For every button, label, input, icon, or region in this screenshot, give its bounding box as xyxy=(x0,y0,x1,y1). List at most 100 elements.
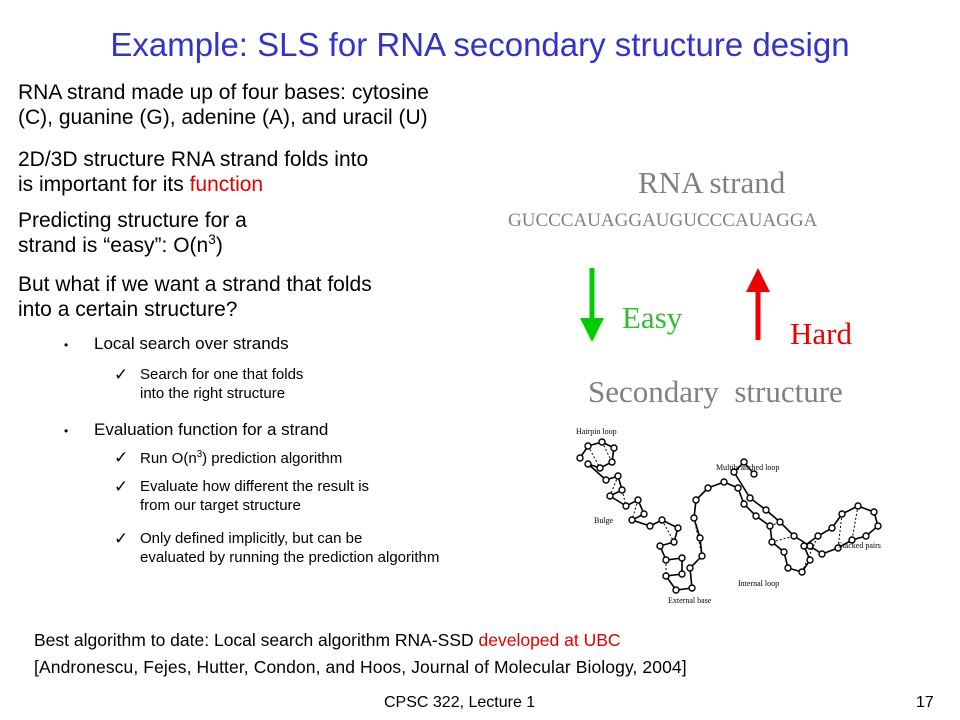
base-node xyxy=(696,534,704,542)
base-node xyxy=(634,496,642,504)
base-node xyxy=(576,454,584,462)
para-question-line2: into a certain structure? xyxy=(18,298,238,321)
bullet-local-search: Local search over strands xyxy=(94,334,289,353)
sub-run-prediction: Run O(n3) prediction algorithm xyxy=(140,449,342,468)
para-question: But what if we want a strand that folds … xyxy=(18,272,372,322)
para-question-line1: But what if we want a strand that folds xyxy=(18,273,372,296)
base-node xyxy=(662,572,670,580)
footer-course: CPSC 322, Lecture 1 xyxy=(384,694,536,711)
base-node xyxy=(768,538,776,546)
para-predicting-line1: Predicting structure for a xyxy=(18,209,247,232)
stacked-pairs-label: Stacked pairs xyxy=(838,541,881,550)
easy-label: Easy xyxy=(622,300,683,335)
sub-search-one-line1: Search for one that folds xyxy=(140,366,304,383)
base-node xyxy=(874,522,882,530)
base-node xyxy=(688,584,696,592)
base-node xyxy=(672,586,680,594)
para-predicting-line2-pre: strand is “easy”: O(n xyxy=(18,234,209,257)
best-algorithm-line1: Best algorithm to date: Local search alg… xyxy=(34,630,621,651)
hard-label: Hard xyxy=(790,316,852,351)
rna-sequence: GUCCCAUAGGAUGUCCCAUAGGA xyxy=(508,210,818,231)
base-node xyxy=(622,502,630,510)
exponent: 3 xyxy=(196,449,203,460)
base-node xyxy=(776,518,784,526)
base-node xyxy=(608,458,616,466)
direction-arrows xyxy=(580,268,770,342)
rna-strand-label: RNA strand xyxy=(638,165,786,200)
sub-run-pre: Run O(n xyxy=(140,450,197,467)
para-rna-bases: RNA strand made up of four bases: cytosi… xyxy=(18,80,429,130)
base-node xyxy=(784,564,792,572)
page-number: 17 xyxy=(916,694,934,711)
para-rna-bases-line1: RNA strand made up of four bases: cytosi… xyxy=(18,81,429,104)
base-node xyxy=(762,506,770,514)
sub-search-one-line2: into the right structure xyxy=(140,385,286,402)
base-node xyxy=(870,508,878,516)
para-predicting-line2-post: ) xyxy=(215,234,223,257)
base-node xyxy=(690,514,698,522)
base-node xyxy=(662,556,670,564)
base-node xyxy=(678,570,686,578)
base-node xyxy=(618,486,626,494)
base-node xyxy=(640,510,648,518)
base-node xyxy=(740,500,748,508)
down-arrow-icon xyxy=(580,268,604,342)
base-node xyxy=(730,468,738,476)
base-node xyxy=(752,512,760,520)
base-node xyxy=(798,568,806,576)
slide-title: Example: SLS for RNA secondary structure… xyxy=(110,26,850,63)
base-node xyxy=(670,538,678,546)
base-node xyxy=(806,542,814,550)
base-node xyxy=(814,532,822,540)
base-node xyxy=(614,472,622,480)
bullet-evaluation: Evaluation function for a strand xyxy=(94,420,329,439)
sub-evaluate-diff-line1: Evaluate how different the result is xyxy=(140,478,370,495)
best-algorithm-text: Best algorithm to date: Local search alg… xyxy=(34,630,479,650)
check-icon: ✓ xyxy=(114,448,129,467)
base-node xyxy=(674,524,682,532)
base-node xyxy=(780,548,788,556)
base-node xyxy=(584,460,592,468)
base-node xyxy=(848,536,856,544)
exponent: 3 xyxy=(208,232,216,247)
hairpin-loop-label: Hairpin loop xyxy=(576,427,617,436)
base-node xyxy=(596,464,604,472)
base-node xyxy=(698,552,706,560)
base-node xyxy=(692,496,700,504)
secondary-structure-label: Secondary structure xyxy=(588,374,843,409)
base-node xyxy=(646,522,654,530)
ubc-highlight: developed at UBC xyxy=(478,630,621,650)
base-node xyxy=(656,542,664,550)
base-node xyxy=(602,476,610,484)
external-base-label: External base xyxy=(668,596,712,605)
base-node xyxy=(766,522,774,530)
base-node xyxy=(686,564,694,572)
para-predicting-line2: strand is “easy”: O(n3) xyxy=(18,233,247,258)
base-node xyxy=(838,510,846,518)
base-node xyxy=(800,542,808,550)
sub-run-post: ) prediction algorithm xyxy=(202,450,343,467)
sub-evaluate-diff: Evaluate how different the result is fro… xyxy=(140,477,369,515)
base-node xyxy=(746,494,754,502)
base-node xyxy=(854,502,862,510)
base-node xyxy=(720,478,728,486)
base-node xyxy=(610,444,618,452)
internal-loop-label: Internal loop xyxy=(738,579,779,588)
base-node xyxy=(740,458,748,466)
base-node xyxy=(598,438,606,446)
sub-implicit-line2: evaluated by running the prediction algo… xyxy=(140,549,440,566)
check-icon: ✓ xyxy=(114,365,129,384)
base-node xyxy=(704,484,712,492)
base-node xyxy=(862,532,870,540)
bullet-icon: • xyxy=(64,424,69,438)
base-node xyxy=(678,554,686,562)
base-node xyxy=(828,524,836,532)
sub-search-one: Search for one that folds into the right… xyxy=(140,365,303,403)
base-node xyxy=(628,516,636,524)
base-node xyxy=(584,442,592,450)
para-structure: 2D/3D structure RNA strand folds into is… xyxy=(18,147,368,197)
para-structure-line2: is important for its function xyxy=(18,172,368,197)
up-arrow-icon xyxy=(746,268,770,340)
base-node xyxy=(658,516,666,524)
base-node xyxy=(750,470,758,478)
